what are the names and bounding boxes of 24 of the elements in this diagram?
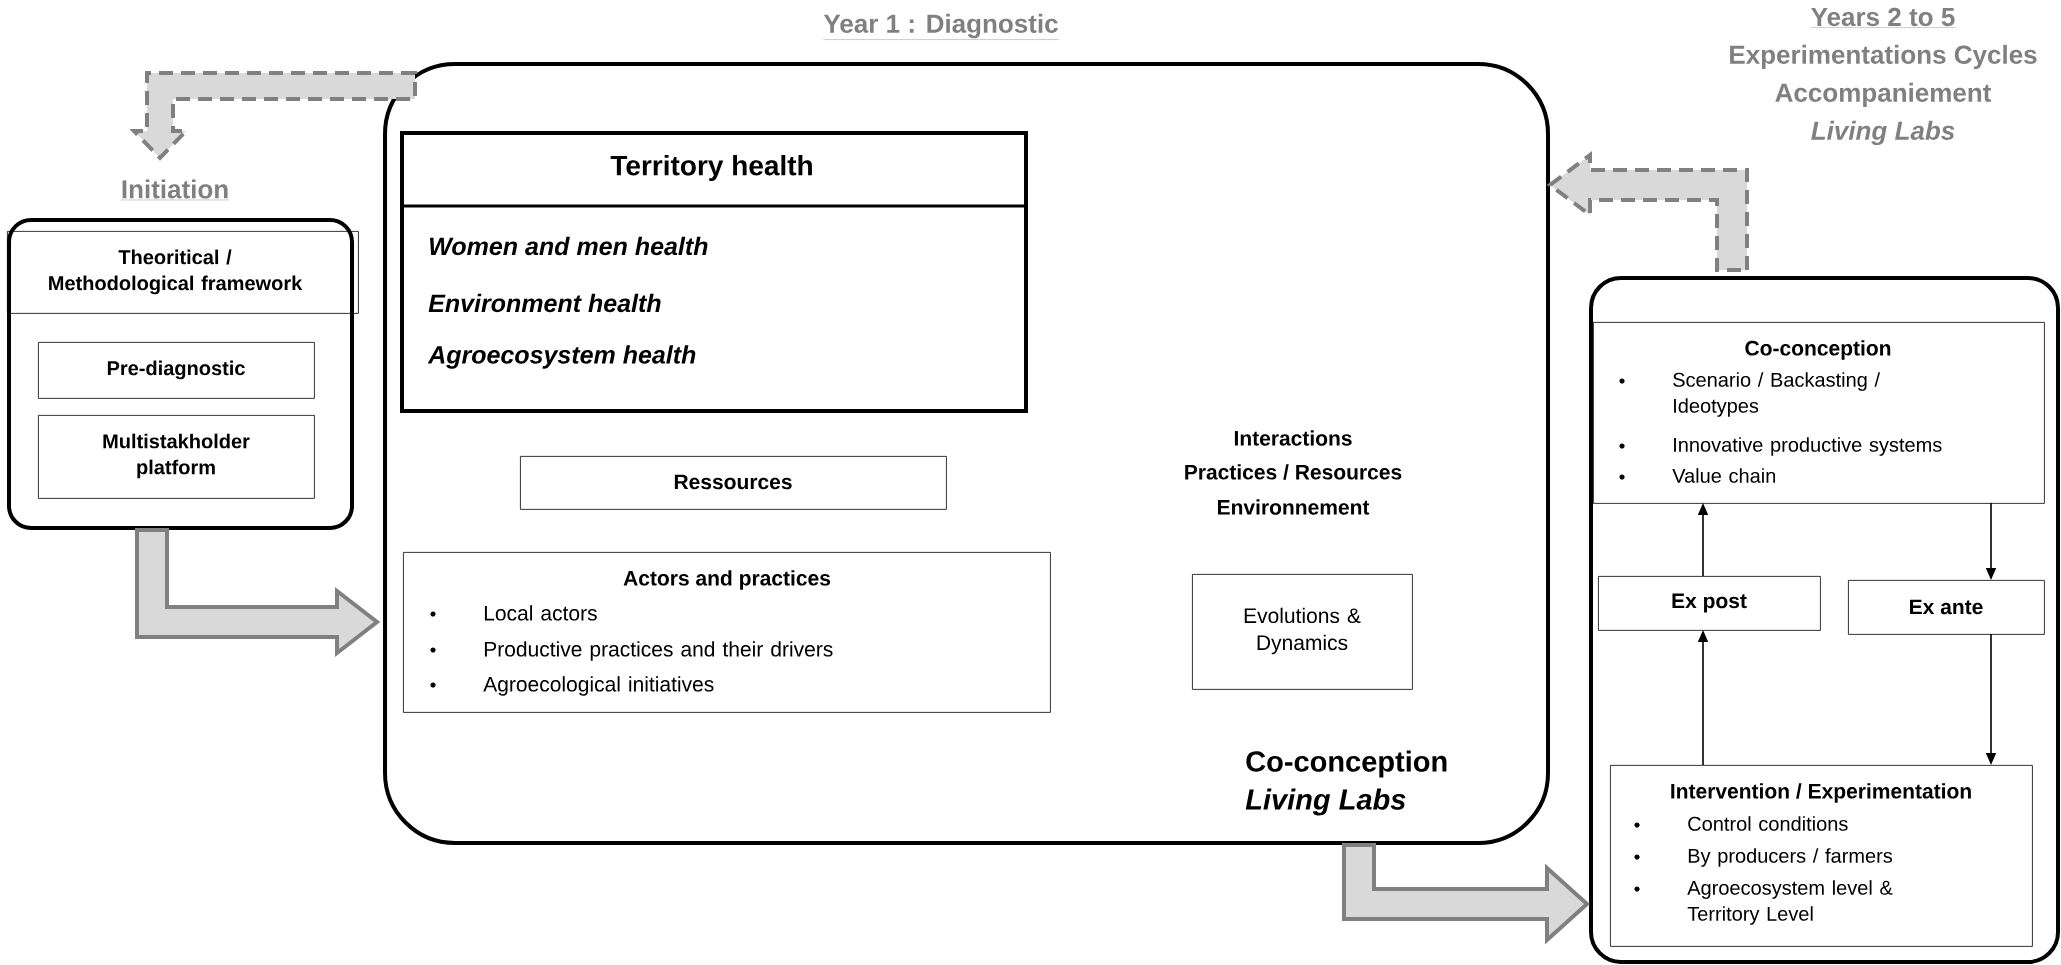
node-label: Accompaniement [1775, 82, 1992, 108]
node-label: Living Labs [1811, 120, 1955, 146]
annotation-text: Environnement [1218, 499, 1370, 515]
list-box: Actors and practices Local actors Productive practices and their drivers Agroecological initiatives [403, 552, 1051, 713]
process-box: Ex ante [1848, 580, 2045, 635]
process-box: Pre-diagnostic [38, 342, 315, 399]
block-arrow [1546, 151, 1749, 272]
annotation-text: Interactions [1234, 430, 1352, 446]
block-arrow [135, 528, 381, 658]
block-arrow [1342, 843, 1590, 945]
process-box: Multistakholder platform [38, 415, 315, 499]
node-label: Year 1 : Diagnostic [823, 13, 1058, 39]
node-label: Years 2 to 5 [1811, 7, 1955, 27]
list-box: Intervention / Experimentation Control conditions By producers / farmers Agroecosystem level & Territory Level [1610, 765, 2033, 947]
health-box: Territory health Women and men health Environment health Agroecosystem health [400, 131, 1028, 413]
process-box: Evolutions & Dynamics [1192, 574, 1413, 690]
process-box: Ressources [520, 456, 947, 510]
process-box: Ex post [1598, 576, 1821, 631]
block-arrow [129, 71, 417, 161]
list-box: Co-conception Scenario / Backasting / Ideotypes Innovative productive systems Value chain [1593, 322, 2045, 504]
framework-box: Theoritical / Methodological framework [7, 231, 359, 314]
node-label: Experimentations Cycles [1730, 44, 2037, 70]
annotation-text: Practices / Resources [1185, 464, 1402, 480]
node-label: Initiation [122, 179, 228, 199]
